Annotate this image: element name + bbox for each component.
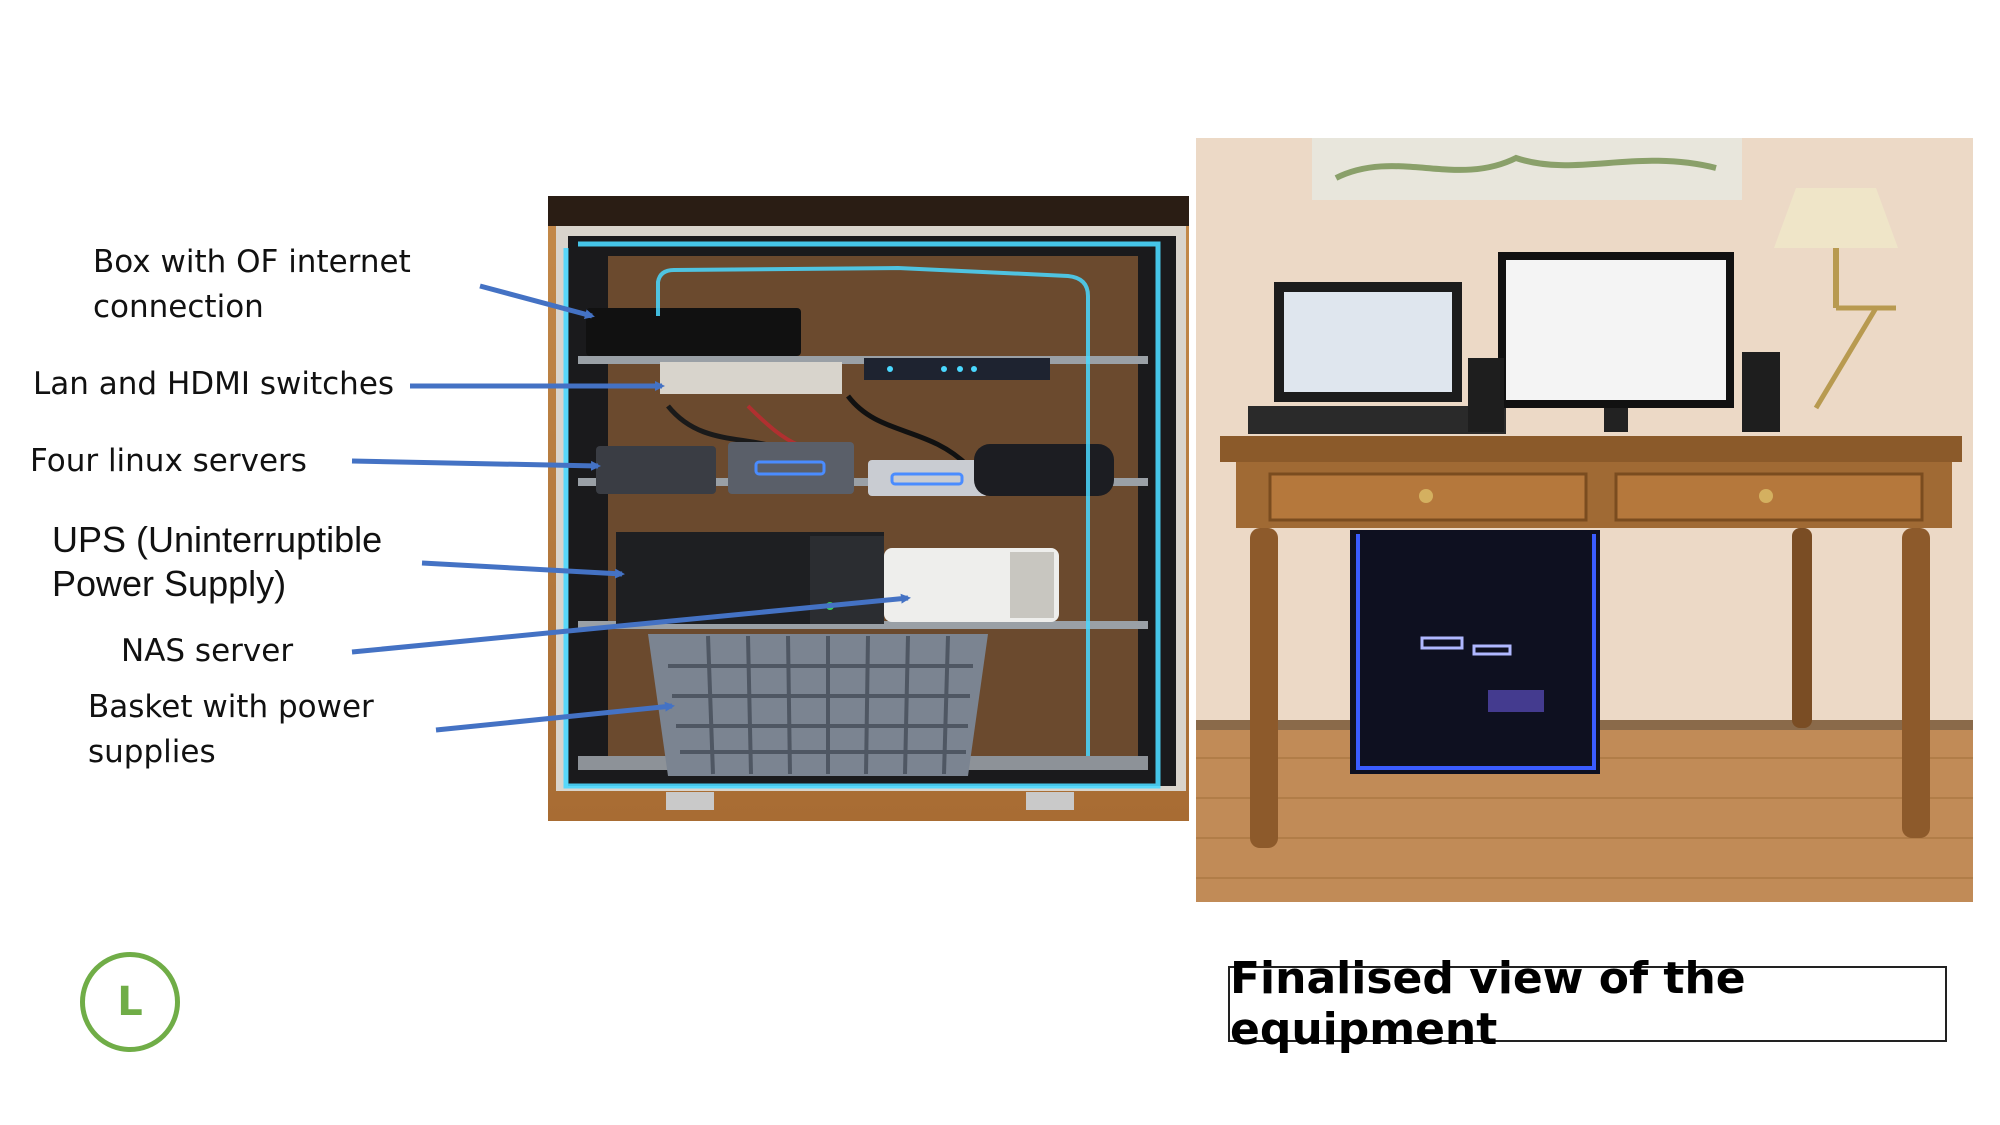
label-ups: UPS (Uninterruptible Power Supply)	[52, 519, 383, 604]
label-box-of-internet: Box with OF internet connection	[93, 244, 411, 325]
desk-photo	[1196, 138, 1973, 902]
label-nas-server: NAS server	[121, 633, 294, 669]
label-basket-power-supplies: Basket with power supplies	[88, 689, 374, 770]
label-linux-servers: Four linux servers	[30, 443, 307, 479]
cabinet-photo	[548, 196, 1189, 821]
caption-text: Finalised view of the equipment	[1230, 953, 1746, 1055]
logo-letter: L	[117, 979, 143, 1025]
caption-box: Finalised view of the equipment	[1228, 953, 1947, 1055]
logo-circle: L	[80, 952, 180, 1052]
label-lan-hdmi-switches: Lan and HDMI switches	[33, 366, 395, 402]
